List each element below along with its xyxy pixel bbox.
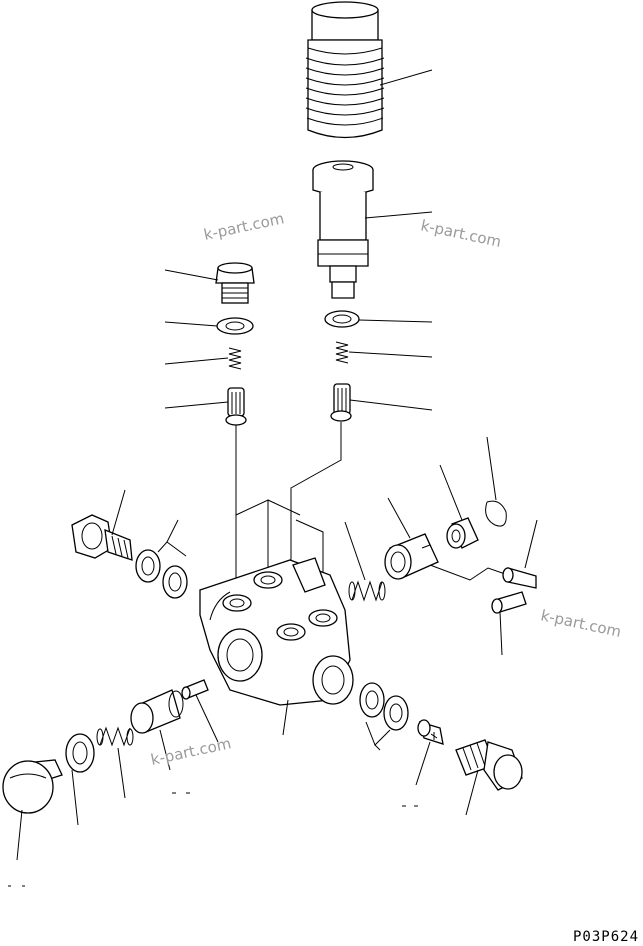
leader-bellows [379, 69, 433, 86]
leader-ring [439, 464, 463, 521]
valve-right [330, 383, 352, 422]
plunger-cylinder [312, 160, 374, 299]
plug-bolt-left [215, 262, 255, 304]
leader-lever-pin-top [524, 519, 538, 569]
assembly-guide-lines [235, 422, 342, 628]
pin [181, 679, 209, 700]
collar [384, 533, 439, 580]
leader-cap-nut [16, 809, 23, 861]
cap-nut [2, 759, 63, 814]
leader-banjo-bolt-lower [465, 769, 479, 816]
washer-right [324, 310, 360, 328]
pump-body [199, 557, 354, 706]
leader-washer-right [358, 319, 433, 323]
sleeve [130, 689, 184, 734]
gasket-pair-lower-right [359, 682, 409, 731]
leader-gaskets-lower [365, 721, 391, 746]
leader-washer-left [164, 321, 218, 327]
watermark-2: k-part.com [419, 216, 503, 251]
watermark-4: k-part.com [149, 734, 233, 769]
bellows-boot [305, 1, 385, 139]
leader-collar [387, 497, 411, 539]
spring-side [348, 580, 386, 602]
watermark-3: k-part.com [539, 606, 623, 641]
leader-spring-left [164, 357, 229, 365]
leader-gaskets-upper [157, 541, 187, 557]
valve-left [225, 387, 247, 426]
leader-spring-lower-left [117, 747, 126, 799]
leader-snap-ring [486, 436, 497, 501]
spring-right [335, 341, 349, 364]
leader-sleeve [159, 729, 171, 771]
leader-plug-bolt [164, 269, 219, 281]
washer-left [216, 317, 254, 335]
spring-lower-left [96, 726, 134, 747]
banjo-bolt-upper-left [71, 514, 133, 561]
lever-pin [429, 564, 537, 614]
leader-pump-body [282, 699, 289, 736]
spring-left [228, 347, 242, 370]
leader-bleeder-screw [415, 741, 431, 786]
gasket-lower-left [65, 733, 95, 773]
leader-gasket-lower-left [71, 769, 79, 826]
drawing-code: P03P624 [573, 929, 639, 945]
leader-valve-left [164, 401, 229, 409]
leader-banjo-bolt-upper [111, 489, 126, 536]
leader-pin [195, 694, 219, 743]
leader-plunger [364, 211, 433, 219]
leader-lever-pin-bottom [499, 611, 503, 656]
leader-gaskets-lower-2 [374, 744, 381, 751]
leader-gaskets-upper-2 [166, 519, 179, 543]
snap-ring [485, 500, 507, 527]
watermark-1: k-part.com [202, 209, 286, 244]
ring [446, 517, 479, 549]
banjo-bolt-lower-right [455, 739, 523, 791]
reference-ticks [8, 792, 418, 887]
bleeder-screw [417, 719, 444, 745]
gasket-pair-upper-left [135, 549, 188, 599]
leader-valve-right [349, 399, 433, 411]
leader-spring-side [344, 521, 366, 581]
leader-spring-right [348, 351, 433, 358]
